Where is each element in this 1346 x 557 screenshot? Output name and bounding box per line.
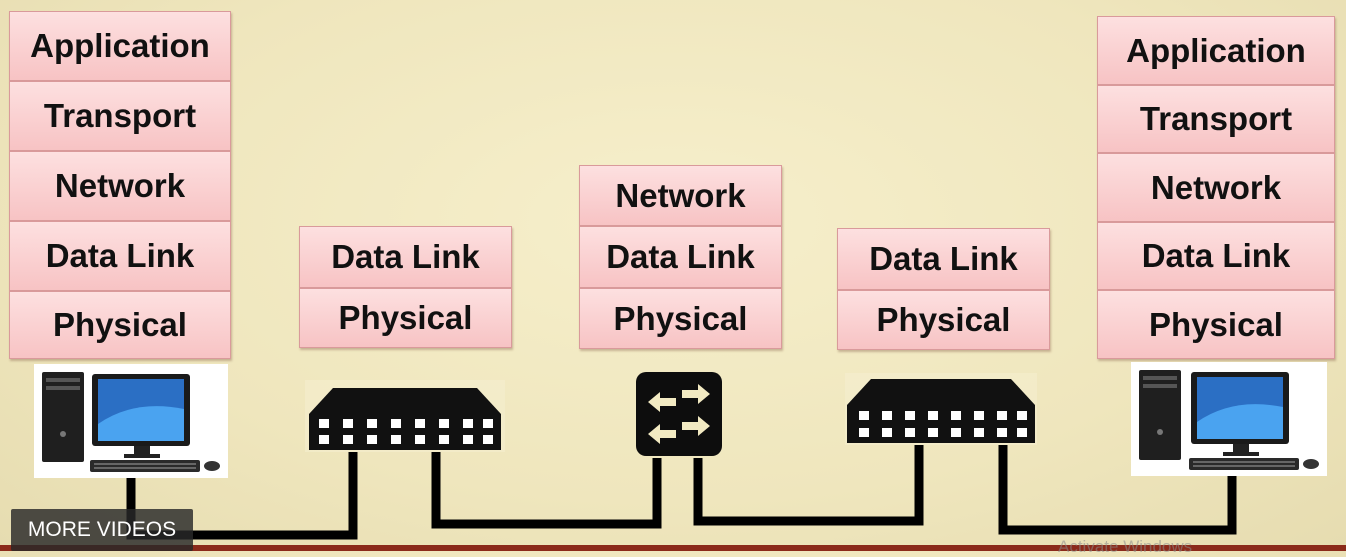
- video-progress-bar[interactable]: [0, 545, 1346, 551]
- router-stack: Network Data Link Physical: [579, 165, 782, 349]
- layer-data-link: Data Link: [1097, 222, 1335, 290]
- layer-network: Network: [1097, 153, 1335, 222]
- switch-icon: [845, 373, 1037, 445]
- switch-right-stack: Data Link Physical: [837, 228, 1050, 350]
- layer-physical: Physical: [9, 291, 231, 359]
- router-icon: [634, 370, 724, 458]
- layer-application: Application: [9, 11, 231, 81]
- switch-icon: [305, 380, 505, 452]
- layer-network: Network: [9, 151, 231, 221]
- computer-icon: [34, 364, 228, 478]
- host-left-stack: Application Transport Network Data Link …: [9, 11, 231, 359]
- cable-switch-left-to-router: [431, 452, 662, 529]
- cable-router-to-switch-right: [693, 445, 924, 526]
- cable-host-left-to-switch-left: [126, 452, 358, 540]
- more-videos-button[interactable]: MORE VIDEOS: [11, 509, 193, 551]
- layer-physical: Physical: [1097, 290, 1335, 359]
- layer-physical: Physical: [579, 288, 782, 349]
- layer-physical: Physical: [837, 290, 1050, 350]
- layer-physical: Physical: [299, 288, 512, 348]
- computer-icon: [1131, 362, 1327, 476]
- layer-transport: Transport: [1097, 85, 1335, 153]
- layer-data-link: Data Link: [837, 228, 1050, 290]
- layer-transport: Transport: [9, 81, 231, 151]
- activate-windows-watermark: Activate Windows: [1058, 537, 1193, 556]
- layer-application: Application: [1097, 16, 1335, 85]
- layer-data-link: Data Link: [9, 221, 231, 291]
- cable-switch-right-to-host-right: [998, 445, 1237, 535]
- layer-data-link: Data Link: [579, 226, 782, 288]
- host-right-stack: Application Transport Network Data Link …: [1097, 16, 1335, 359]
- layer-network: Network: [579, 165, 782, 226]
- layer-data-link: Data Link: [299, 226, 512, 288]
- switch-left-stack: Data Link Physical: [299, 226, 512, 348]
